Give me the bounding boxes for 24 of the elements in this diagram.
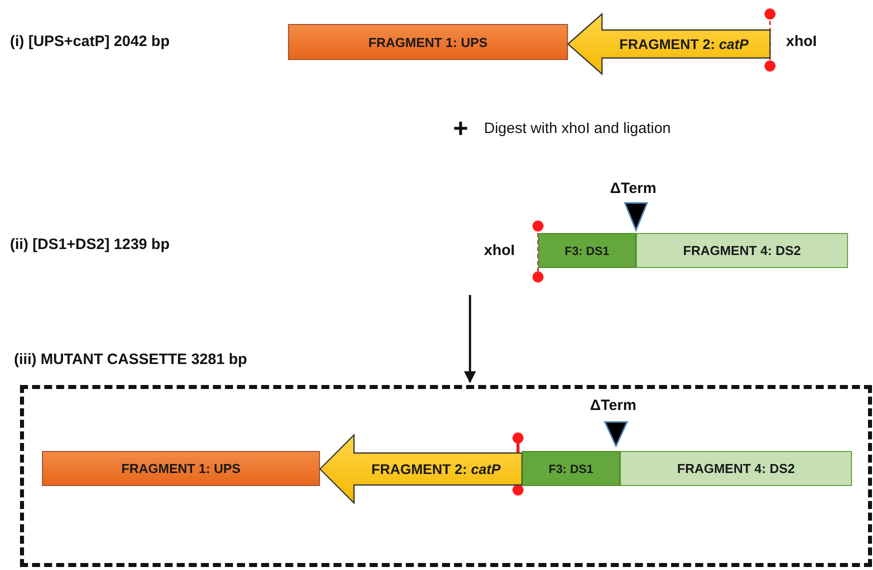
fragment-box <box>522 451 620 486</box>
fragment-label: FRAGMENT 1: UPS <box>368 34 488 50</box>
site-label: xhoI <box>484 242 515 259</box>
fragment-label: F3: DS1 <box>548 462 594 476</box>
fragment-box <box>620 451 852 486</box>
fragment-label: FRAGMENT 2: catP <box>619 36 749 52</box>
cassette-title: (iii) MUTANT CASSETTE 3281 bp <box>14 351 248 368</box>
construct-title: (i) [UPS+catP] 2042 bp <box>10 33 170 50</box>
step-label: Digest with xhoI and ligation <box>484 120 671 137</box>
fragment-box <box>538 233 636 268</box>
fragment-label: FRAGMENT 2: catP <box>371 461 501 477</box>
deletion-label: ΔTerm <box>610 180 656 197</box>
plus-sign: + <box>453 113 468 144</box>
fragment-label: FRAGMENT 4: DS2 <box>683 243 801 258</box>
fragment-label: F3: DS1 <box>564 244 610 258</box>
construct-title: (ii) [DS1+DS2] 1239 bp <box>10 236 170 253</box>
fragment-box <box>42 451 320 486</box>
fragment-box <box>288 24 568 60</box>
fragment-label: FRAGMENT 4: DS2 <box>677 461 795 476</box>
fragment-box <box>636 233 848 268</box>
deletion-label: ΔTerm <box>590 397 636 414</box>
arrow <box>464 295 476 384</box>
fragment-label: FRAGMENT 1: UPS <box>121 461 241 476</box>
site-label: xhoI <box>786 33 817 50</box>
